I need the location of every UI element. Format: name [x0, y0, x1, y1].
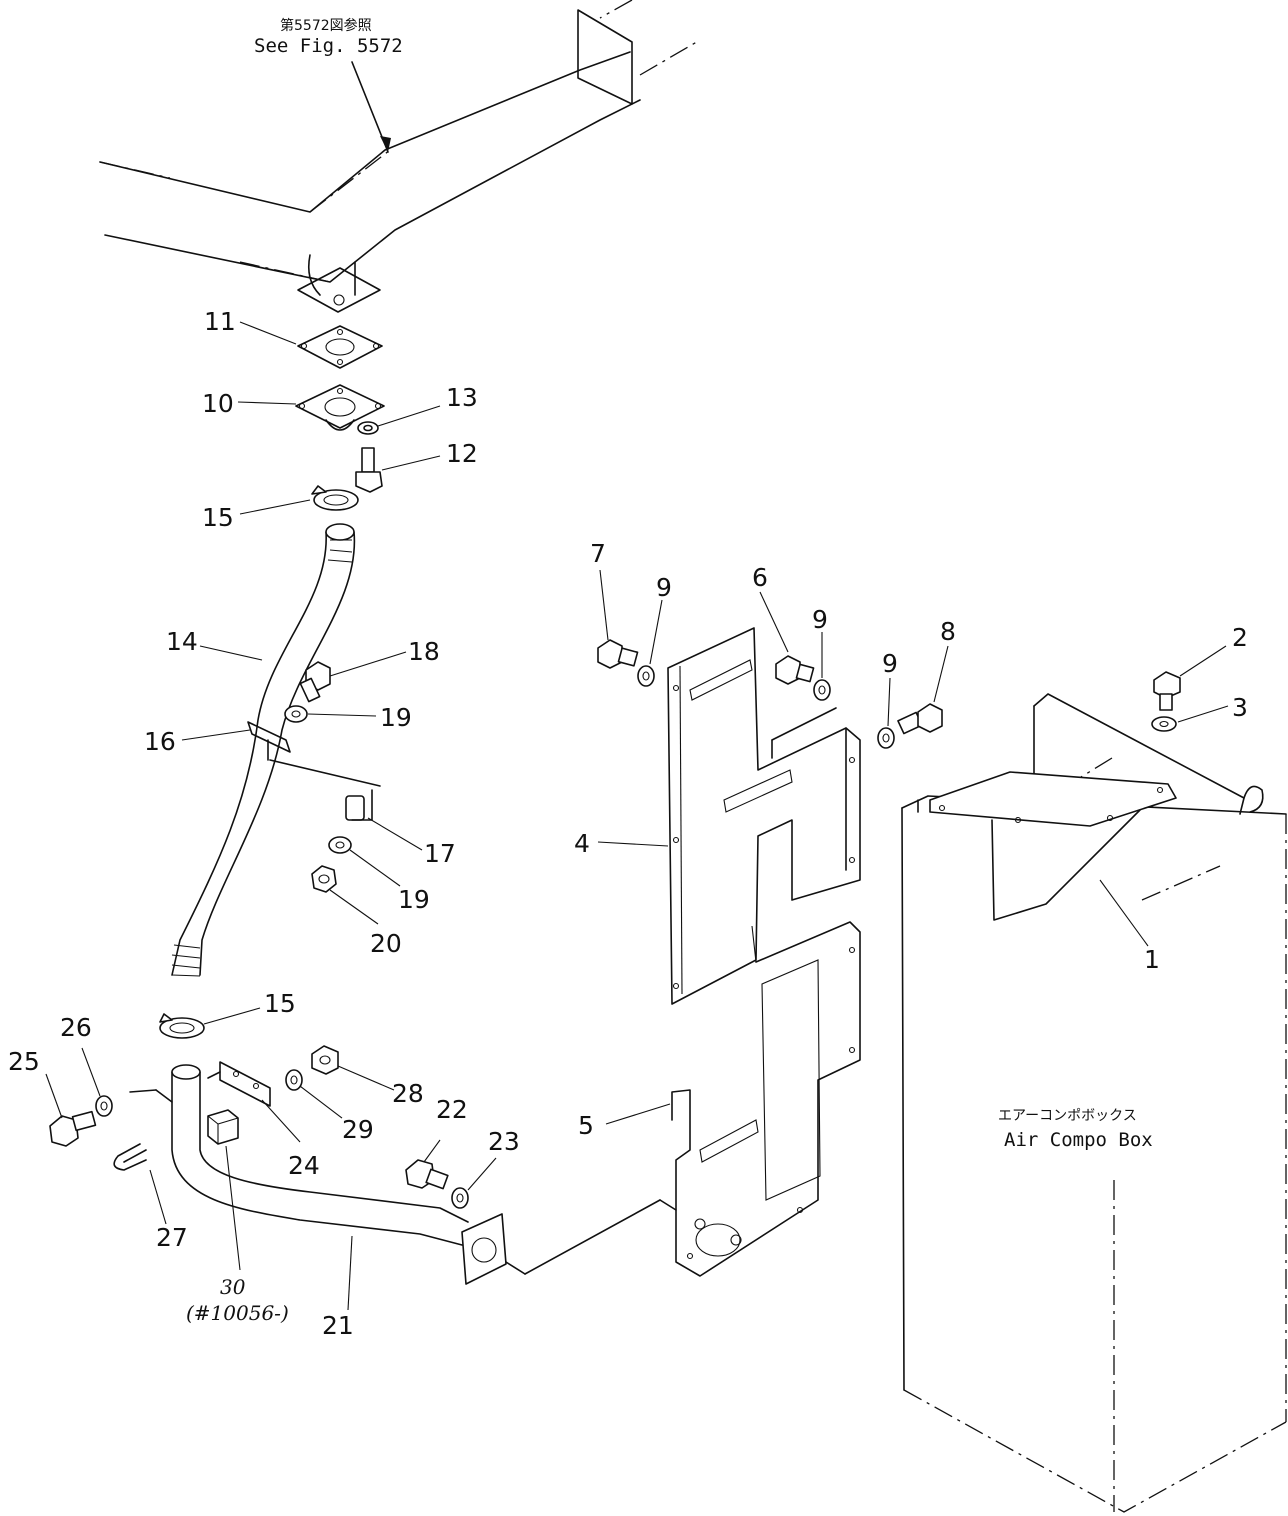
bolt-8 [897, 703, 943, 735]
callout-20: 20 [370, 929, 402, 958]
callout-3: 3 [1232, 693, 1248, 722]
callout-10: 10 [202, 389, 234, 418]
nut-20 [311, 865, 337, 893]
callout-15b: 15 [264, 989, 296, 1018]
washer-9b [813, 679, 831, 701]
callout-27: 27 [156, 1223, 188, 1252]
bolt-18 [299, 661, 331, 703]
plate-24 [207, 1061, 271, 1107]
air-compo-box [901, 693, 1287, 1513]
washer-23 [451, 1187, 469, 1209]
callout-12: 12 [446, 439, 478, 468]
ubolt-27 [113, 1143, 147, 1171]
part30-note: (#10056-) [186, 1301, 289, 1325]
callout-19b: 19 [398, 885, 430, 914]
cover-4 [667, 627, 861, 1005]
callout-9a: 9 [656, 573, 672, 602]
bolt-22 [405, 1159, 449, 1190]
hose-clamp-15-lower [159, 1013, 205, 1039]
callout-15a: 15 [202, 503, 234, 532]
callout-28: 28 [392, 1079, 424, 1108]
cover-5 [671, 921, 861, 1277]
pipe-21 [129, 1064, 677, 1285]
gasket-11 [297, 325, 383, 369]
washer-19-lower [328, 836, 352, 854]
callout-23: 23 [488, 1127, 520, 1156]
callout-8: 8 [940, 617, 956, 646]
callout-22: 22 [436, 1095, 468, 1124]
washer-19-upper [284, 705, 308, 723]
washer-3 [1151, 716, 1177, 732]
washer-29 [285, 1069, 303, 1091]
callout-18: 18 [408, 637, 440, 666]
fig-ref-jp: 第5572図参照 [280, 17, 372, 34]
callout-2: 2 [1232, 623, 1248, 652]
clip-16 [247, 721, 381, 787]
callout-13: 13 [446, 383, 478, 412]
callout-26: 26 [60, 1013, 92, 1042]
bracket-17 [345, 789, 373, 821]
callout-1: 1 [1144, 945, 1160, 974]
pad-30 [207, 1109, 239, 1145]
bolt-12 [355, 447, 383, 493]
callout-9c: 9 [882, 649, 898, 678]
callout-30: 30 [220, 1275, 246, 1299]
nut-28 [311, 1045, 339, 1075]
washer-9c [877, 727, 895, 749]
callout-29: 29 [342, 1115, 374, 1144]
hose-14 [171, 523, 356, 977]
callout-19a: 19 [380, 703, 412, 732]
bolt-6 [775, 655, 815, 685]
callout-14: 14 [166, 627, 198, 656]
callout-24: 24 [288, 1151, 320, 1180]
callout-4: 4 [574, 829, 590, 858]
callout-7: 7 [590, 539, 606, 568]
fig-ref-en: See Fig. 5572 [254, 35, 403, 57]
bolt-2 [1153, 671, 1181, 711]
upper-duct [99, 0, 701, 313]
washer-26 [95, 1095, 113, 1117]
fig-ref-arrowhead [380, 136, 391, 152]
callout-21: 21 [322, 1311, 354, 1340]
callout-9b: 9 [812, 605, 828, 634]
callout-5: 5 [578, 1111, 594, 1140]
bolt-7 [597, 639, 639, 669]
callout-6: 6 [752, 563, 768, 592]
callout-17: 17 [424, 839, 456, 868]
leader-lines [45, 321, 1229, 1311]
box-label-en: Air Compo Box [1004, 1129, 1153, 1151]
hose-clamp-15-upper [311, 485, 359, 511]
callout-11: 11 [204, 307, 236, 336]
bolt-25 [49, 1110, 97, 1147]
box-label-jp: エアーコンポボックス [998, 1108, 1137, 1124]
flange-10 [295, 384, 385, 431]
callout-16: 16 [144, 727, 176, 756]
washer-9a [637, 665, 655, 687]
callout-25: 25 [8, 1047, 40, 1076]
bracket-1 [929, 771, 1177, 921]
